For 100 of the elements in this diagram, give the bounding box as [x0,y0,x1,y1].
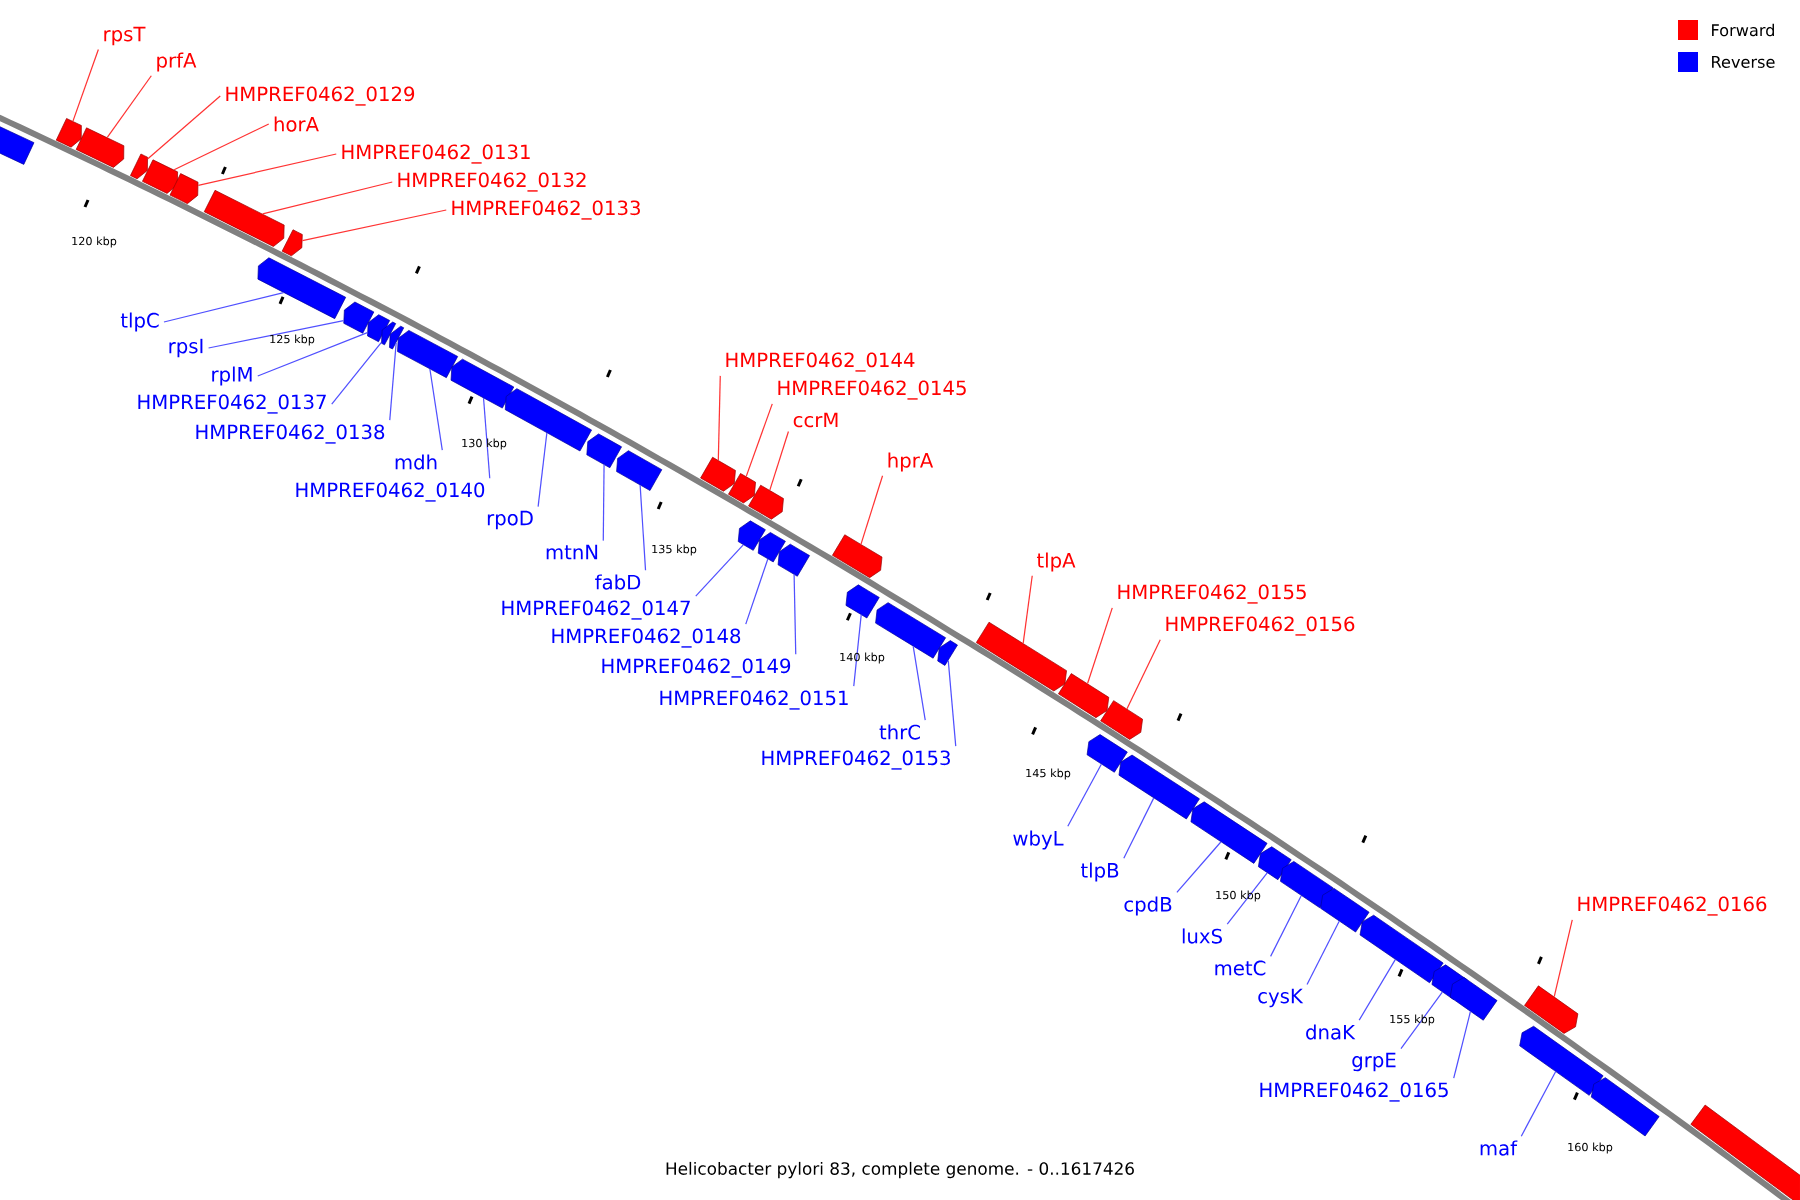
gene-block [203,189,285,247]
gene-label: HMPREF0462_0166 [1578,896,1767,916]
gene-block [1190,801,1268,864]
leader-line [163,292,285,323]
leader-line [537,432,548,508]
gene-label: hprA [888,452,934,472]
gene-label: metC [1215,960,1266,976]
leader-line [1453,1010,1472,1079]
gene-label: rpoD [487,510,533,530]
gene-block [832,534,883,578]
leader-line [1067,763,1102,827]
gene-block [55,118,82,148]
gene-block [616,450,663,491]
gene-block [1449,977,1498,1021]
gene-block [757,532,786,563]
leader-line [1086,607,1113,685]
leader-line [853,614,862,687]
gene-block [1118,754,1200,820]
gene-label: rpsI [169,338,203,358]
leader-line [1553,919,1573,998]
gene-label: HMPREF0462_0129 [226,86,415,106]
leader-line [482,397,491,479]
gene-label: mtnN [546,544,598,560]
gene-block [937,640,958,666]
leader-line [1306,920,1340,986]
leader-line [429,368,443,451]
gene-block [343,301,375,334]
gene-label: tlpB [1080,862,1119,882]
leader-line [1126,639,1161,710]
gene-label: maf [1480,1140,1518,1156]
gene-block [1359,914,1444,984]
gene-label: HMPREF0462_0147 [502,600,690,620]
gene-block [586,433,622,469]
gene-label: HMPREF0462_0138 [196,424,385,444]
caption: Helicobacter pylori 83, complete genome. - 0..1617426 [666,1161,1134,1179]
gene-block [504,388,592,452]
gene-label: HMPREF0462_0137 [138,394,326,414]
leader-line [769,430,790,491]
leader-line [1269,895,1302,957]
gene-block [1100,700,1143,740]
gene-label: HMPREF0462_0151 [660,690,848,710]
gene-label: cysK [1258,988,1304,1008]
gene-block [1590,1077,1660,1137]
leader-line [301,209,447,242]
leader-line [1022,575,1033,644]
leader-line [717,375,721,461]
leader-line [173,123,270,171]
gene-block [1280,861,1334,909]
gene-label: HMPREF0462_0149 [602,658,791,678]
legend-label: Reverse [1712,56,1775,68]
gene-block [1058,673,1110,718]
leader-line [1358,959,1396,1021]
leader-line [860,475,884,545]
gene-label: horA [274,116,319,132]
gene-block [1086,734,1128,773]
gene-block [142,159,178,194]
leader-line [257,332,368,377]
gene-block [169,173,199,204]
leader-line [262,181,393,215]
gene-block [1258,846,1292,881]
gene-label: HMPREF0462_0132 [398,172,586,192]
gene-block [75,127,125,168]
gene-label: HMPREF0462_0131 [342,144,530,164]
gene-block [975,621,1067,692]
leader-line [947,660,957,747]
legend-label: Forward [1712,23,1774,37]
leader-line [1123,797,1155,859]
leader-line [745,403,773,477]
gene-label: HMPREF0462_0156 [1166,616,1355,636]
gene-label: HMPREF0462_0153 [762,750,950,770]
gene-label: ccrM [793,412,838,428]
leader-line [602,463,605,542]
leader-line [1520,1071,1557,1137]
gene-block [130,153,148,180]
gene-block [845,584,880,619]
gene-label: HMPREF0462_0140 [296,482,485,502]
leader-line [695,544,744,597]
gene-label: mdh [395,454,437,470]
leader-line [1400,991,1443,1050]
leader-line [72,48,99,122]
gene-label: grpE [1352,1052,1396,1072]
gene-block [1524,985,1579,1034]
gene-block [737,520,766,551]
leader-line [389,342,397,421]
gene-label: fabD [595,574,641,590]
gene-label: HMPREF0462_0144 [726,352,915,372]
leader-line [207,320,345,349]
gene-block [397,330,459,378]
leader-line [639,484,647,571]
gene-block [389,325,405,350]
gene-block [450,358,515,409]
gene-label: HMPREF0462_0165 [1260,1082,1448,1102]
gene-label: rpsT [104,26,146,46]
gene-block [1519,1025,1604,1096]
gene-label: thrC [879,724,920,740]
leader-line [147,95,221,160]
leader-line [106,75,152,139]
gene-label: prfA [157,52,197,72]
gene-label: HMPREF0462_0155 [1118,584,1306,604]
gene-block [281,229,303,257]
